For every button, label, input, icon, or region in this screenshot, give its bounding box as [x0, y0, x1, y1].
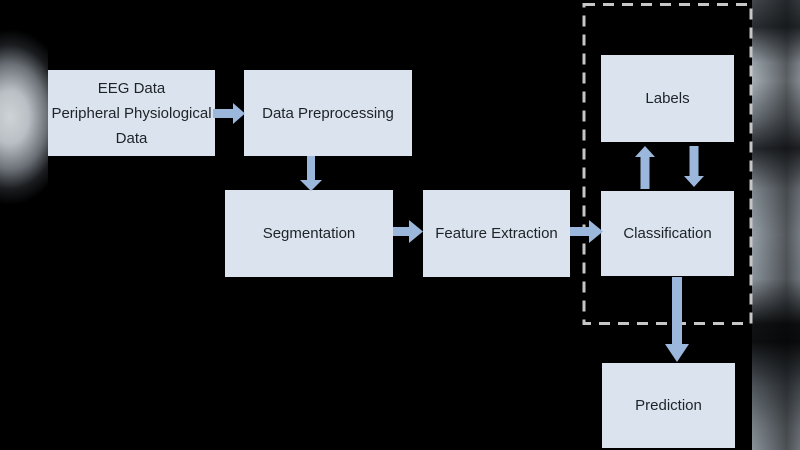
node-labels: Labels — [601, 55, 734, 142]
node-segmentation: Segmentation — [225, 190, 393, 277]
left-blur-band — [0, 0, 48, 450]
arrow-preprocessing-to-segmentation-icon — [300, 156, 322, 191]
arrow-feature-to-classification-icon — [570, 220, 603, 243]
arrow-segmentation-to-feature-icon — [393, 220, 423, 243]
training-group-dashed-outline — [582, 3, 753, 325]
arrow-input-to-preprocessing-icon — [213, 103, 245, 124]
node-classification-label: Classification — [623, 225, 712, 242]
node-labels-label: Labels — [645, 90, 690, 107]
node-data-preprocessing: Data Preprocessing — [244, 70, 412, 156]
node-feature-extraction: Feature Extraction — [423, 190, 570, 277]
arrow-classification-to-labels-icon — [635, 146, 655, 189]
node-data-preprocessing-label: Data Preprocessing — [262, 104, 394, 122]
node-eeg-input-label: EEG Data Peripheral Physiological Data — [51, 79, 212, 147]
node-feature-extraction-label: Feature Extraction — [435, 225, 558, 242]
right-blur-band — [752, 0, 800, 450]
node-segmentation-label: Segmentation — [262, 225, 356, 242]
node-prediction: Prediction — [602, 363, 735, 448]
arrow-labels-to-classification-icon — [684, 146, 704, 187]
arrow-classification-to-prediction-icon — [665, 277, 689, 362]
node-prediction-label: Prediction — [635, 397, 702, 414]
node-classification: Classification — [601, 191, 734, 276]
node-eeg-input: EEG Data Peripheral Physiological Data — [48, 70, 215, 156]
